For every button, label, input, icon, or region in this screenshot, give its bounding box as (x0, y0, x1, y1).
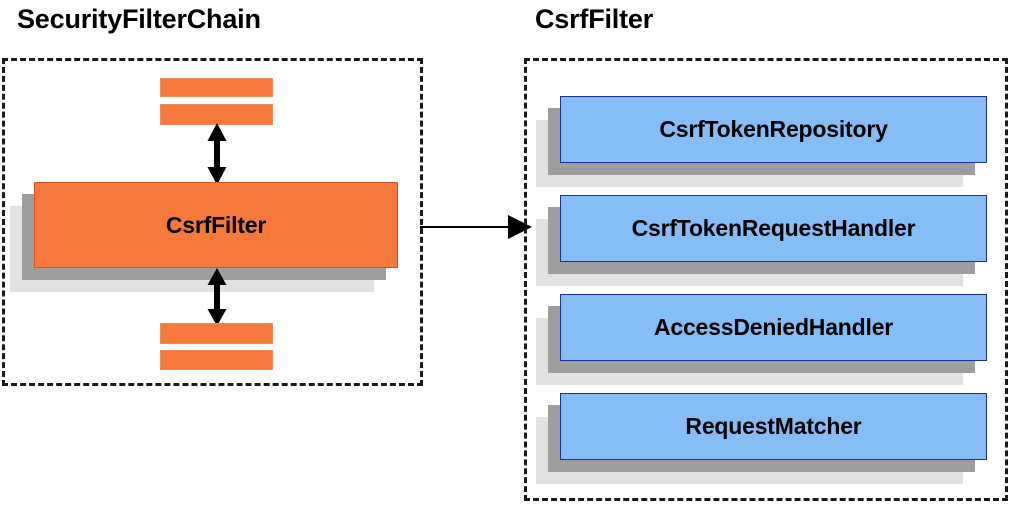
collaborator-box-request-matcher[interactable]: RequestMatcher (536, 393, 987, 484)
collaborator-face: AccessDeniedHandler (560, 294, 987, 361)
collaborator-label: CsrfTokenRequestHandler (631, 215, 916, 241)
panel-connector-arrow-icon (420, 215, 532, 239)
csrf-filter-face: CsrfFilter (34, 182, 398, 268)
page-title-csrf-filter: CsrfFilter (535, 4, 654, 34)
csrf-filter-box[interactable]: CsrfFilter (10, 182, 398, 292)
security-filter-chain-container (2, 58, 423, 386)
collaborator-face: CsrfTokenRequestHandler (560, 195, 987, 262)
collaborator-box-csrf-token-request-handler[interactable]: CsrfTokenRequestHandler (536, 195, 987, 286)
collaborator-label: CsrfTokenRepository (659, 116, 888, 142)
collaborator-box-access-denied-handler[interactable]: AccessDeniedHandler (536, 294, 987, 385)
csrf-filter-collaborators-container (524, 58, 1008, 501)
collaborator-label: RequestMatcher (685, 413, 862, 439)
collaborator-face: RequestMatcher (560, 393, 987, 460)
filter-bar-above-1 (160, 78, 273, 97)
filter-bar-below-2 (160, 350, 273, 370)
double-arrow-below-icon (207, 268, 227, 326)
double-arrow-above-icon (207, 123, 227, 185)
csrf-filter-label: CsrfFilter (165, 211, 267, 238)
filter-bar-above-2 (160, 104, 273, 125)
collaborator-face: CsrfTokenRepository (560, 96, 987, 163)
collaborator-label: AccessDeniedHandler (653, 314, 894, 340)
page-title-security-filter-chain: SecurityFilterChain (17, 4, 261, 34)
collaborator-box-csrf-token-repository[interactable]: CsrfTokenRepository (536, 96, 987, 187)
filter-bar-below-1 (160, 323, 273, 344)
